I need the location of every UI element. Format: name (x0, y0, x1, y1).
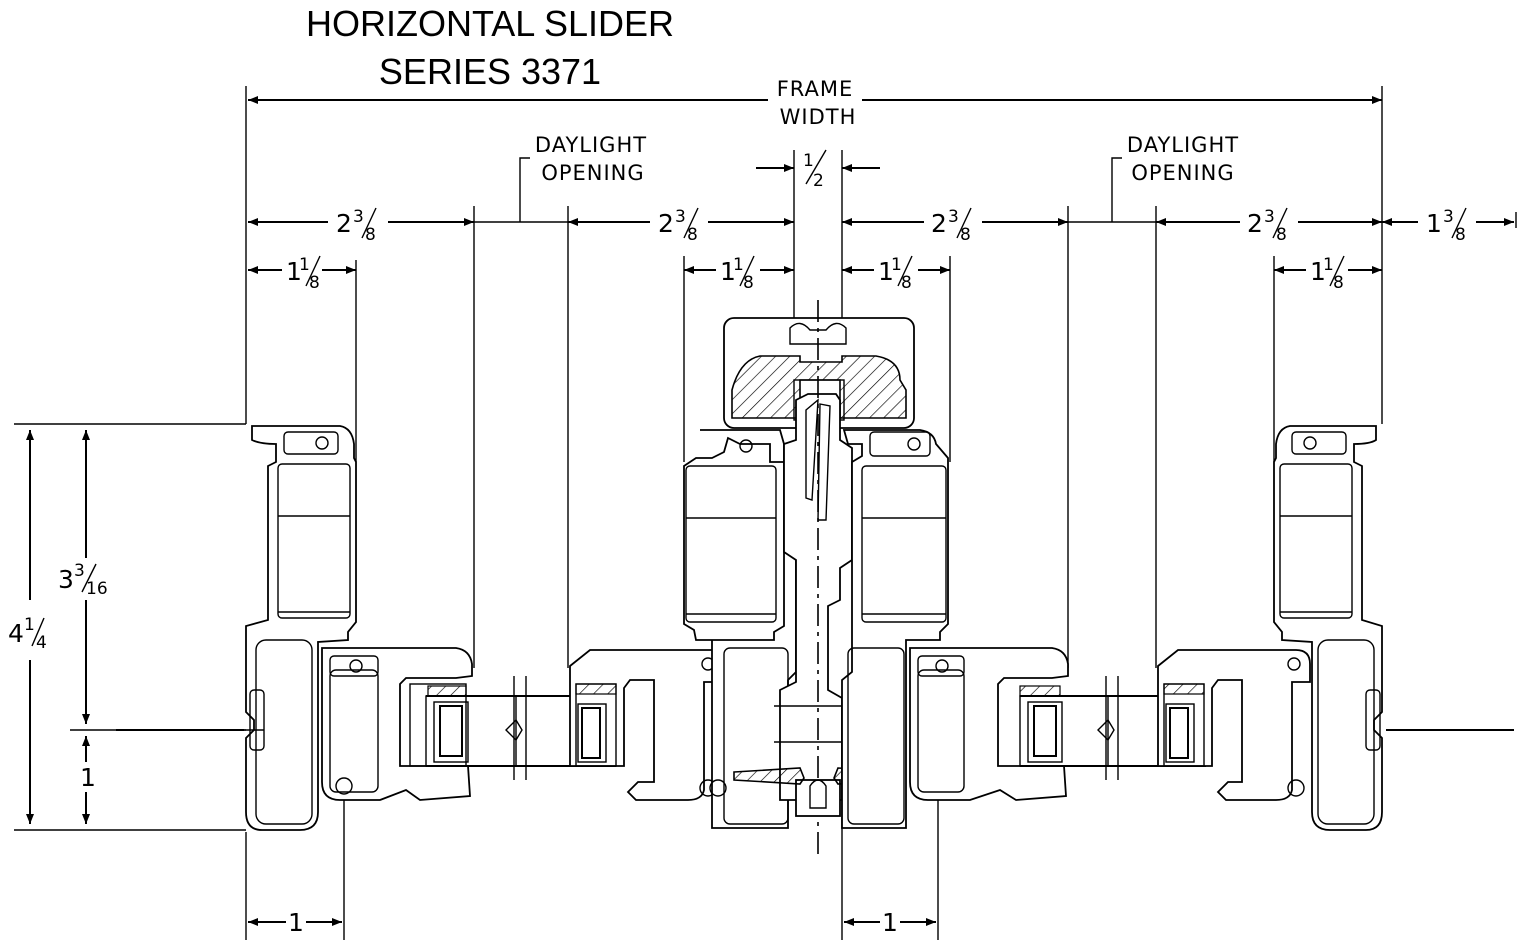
dim-4-1-4-den: 4 (36, 633, 47, 653)
left-jamb-frame (116, 425, 357, 831)
center-meeting-rail (723, 300, 915, 860)
dim-3-3-16-num: 3 (74, 561, 85, 581)
dim-1-bottom-left: 1 (288, 908, 304, 937)
dim-1-1-8-d-num: 1 (1323, 255, 1334, 275)
drawing-title-line1: HORIZONTAL SLIDER (306, 3, 674, 44)
dim-2-3-8-b-whole: 2 (658, 209, 674, 238)
dim-1-1-8-c-whole: 1 (878, 257, 894, 286)
daylight-opening-right: DAYLIGHT OPENING (1111, 133, 1239, 222)
drawing-title-line2: SERIES 3371 (379, 51, 601, 92)
frame-width-dimension: FRAME WIDTH (248, 77, 1382, 129)
dim-1-1-8-a-whole: 1 (286, 257, 302, 286)
dim-4-1-4-whole: 4 (8, 619, 24, 648)
right-center-sash (909, 647, 1069, 801)
center-interlock-left (683, 429, 797, 829)
dim-1-1-8-a-num: 1 (299, 255, 310, 275)
dim-2-3-8-c-whole: 2 (931, 209, 947, 238)
bottom-dimensions: 1 1 (248, 908, 936, 937)
dim-1-2-num: 1 (803, 151, 814, 171)
left-sash (321, 647, 473, 801)
dim-3-3-16-den: 16 (86, 579, 108, 599)
daylight-opening-left: DAYLIGHT OPENING (519, 133, 647, 222)
one-half-dimension: 1 2 (756, 149, 880, 191)
dim-2-3-8-b-den: 8 (687, 225, 698, 245)
dim-1-1-8-b-den: 8 (743, 273, 754, 293)
dim-2-3-8-d-num: 3 (1264, 207, 1275, 227)
dim-2-3-8-d-den: 8 (1276, 225, 1287, 245)
dim-1-3-8-den: 8 (1455, 225, 1466, 245)
right-sash (1157, 649, 1311, 801)
vertical-dimensions: 4 1 4 3 3 16 1 (8, 423, 246, 831)
dim-1-vertical: 1 (80, 763, 96, 792)
right-jamb-frame (1273, 425, 1514, 831)
dim-1-1-8-d-whole: 1 (1310, 257, 1326, 286)
dim-2-3-8-b-num: 3 (675, 207, 686, 227)
dim-2-3-8-a-num: 3 (353, 207, 364, 227)
frame-width-label-2: WIDTH (780, 105, 857, 129)
dim-1-1-8-d-den: 8 (1333, 273, 1344, 293)
dim-1-1-8-c-num: 1 (891, 255, 902, 275)
two-three-eighths-row: 2 3 8 2 3 8 2 3 8 2 3 8 1 3 8 (248, 207, 1514, 245)
dim-2-3-8-d-whole: 2 (1247, 209, 1263, 238)
dim-1-1-8-b-num: 1 (733, 255, 744, 275)
dim-1-2-den: 2 (813, 171, 824, 191)
dim-2-3-8-c-den: 8 (960, 225, 971, 245)
frame-width-label-1: FRAME (777, 77, 854, 101)
dim-2-3-8-c-num: 3 (948, 207, 959, 227)
left-center-sash (569, 649, 725, 801)
daylight-left-label-1: DAYLIGHT (535, 133, 647, 157)
daylight-left-label-2: OPENING (541, 161, 644, 185)
dim-4-1-4-num: 1 (24, 615, 35, 635)
dim-1-bottom-center: 1 (882, 908, 898, 937)
daylight-right-label-1: DAYLIGHT (1127, 133, 1239, 157)
dim-1-1-8-a-den: 8 (309, 273, 320, 293)
dim-1-1-8-c-den: 8 (901, 273, 912, 293)
dim-1-3-8-num: 3 (1443, 207, 1454, 227)
one-one-eighth-row: 1 1 8 1 1 8 1 1 8 1 1 8 (248, 255, 1382, 293)
dim-1-1-8-b-whole: 1 (720, 257, 736, 286)
dim-2-3-8-a-den: 8 (365, 225, 376, 245)
center-interlock-right (841, 429, 949, 829)
dim-2-3-8-a-whole: 2 (336, 209, 352, 238)
daylight-right-label-2: OPENING (1131, 161, 1234, 185)
dim-1-3-8-whole: 1 (1426, 209, 1442, 238)
dim-3-3-16-whole: 3 (58, 565, 74, 594)
